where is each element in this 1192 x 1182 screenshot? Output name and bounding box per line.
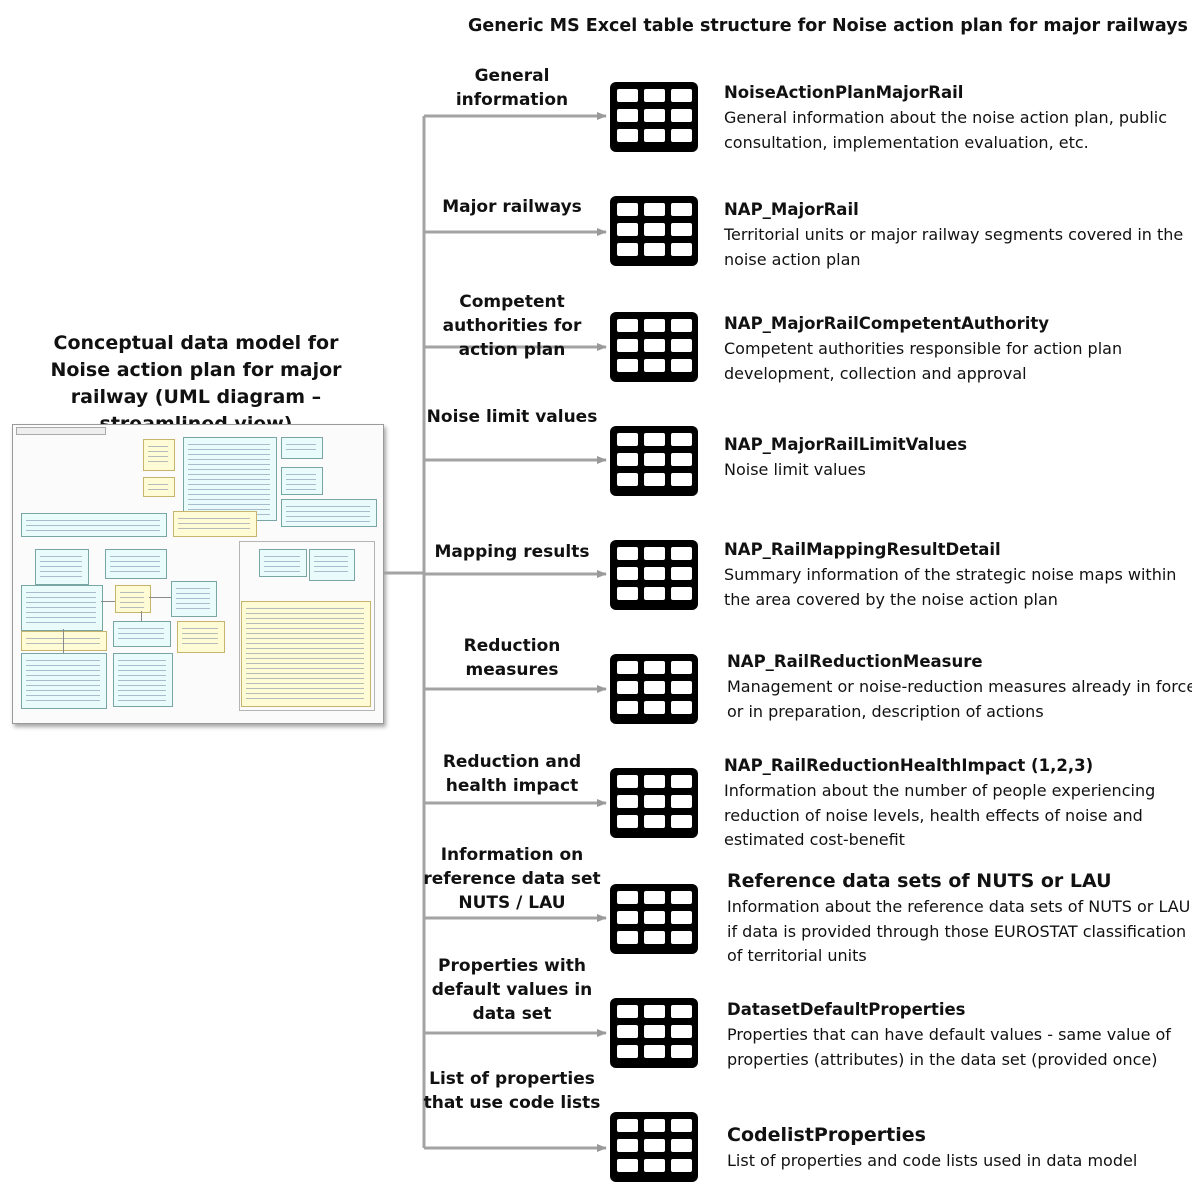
table-description: Information about the number of people e… xyxy=(724,781,1156,849)
uml-caption: Conceptual data model for Noise action p… xyxy=(50,332,342,435)
table-grid-icon xyxy=(610,426,698,496)
category-label: Mapping results xyxy=(434,542,590,562)
table-grid-icon xyxy=(610,998,698,1068)
uml-package-frame xyxy=(239,541,375,711)
category-label: Competent authorities for action plan xyxy=(442,292,582,360)
diagram-title: Generic MS Excel table structure for Noi… xyxy=(468,16,1188,36)
table-description: Information about the reference data set… xyxy=(727,897,1191,965)
uml-class-box xyxy=(259,549,307,577)
uml-note xyxy=(143,477,175,497)
table-description: Properties that can have default values … xyxy=(727,1025,1171,1069)
uml-class-box xyxy=(105,549,167,579)
table-name: NoiseActionPlanMajorRail xyxy=(724,83,964,102)
table-name: NAP_RailReductionMeasure xyxy=(727,652,983,671)
table-name: DatasetDefaultProperties xyxy=(727,1000,966,1019)
table-name: CodelistProperties xyxy=(727,1124,926,1146)
uml-class-box xyxy=(281,467,323,495)
uml-class-box xyxy=(35,549,89,585)
table-grid-icon xyxy=(610,312,698,382)
table-grid-icon xyxy=(610,768,698,838)
uml-class-box xyxy=(113,621,171,647)
table-description: List of properties and code lists used i… xyxy=(727,1151,1138,1170)
category-label: Major railways xyxy=(442,197,582,217)
uml-class-box xyxy=(21,653,107,709)
table-name: NAP_RailReductionHealthImpact (1,2,3) xyxy=(724,756,1094,775)
table-grid-icon xyxy=(610,540,698,610)
uml-package-tab xyxy=(16,427,106,435)
category-label: List of properties that use code lists xyxy=(423,1069,601,1113)
table-grid-icon xyxy=(610,82,698,152)
table-grid-icon xyxy=(610,1112,698,1182)
table-name: NAP_MajorRailCompetentAuthority xyxy=(724,314,1050,333)
uml-class-box xyxy=(21,585,103,631)
uml-class-box xyxy=(113,653,173,707)
category-label: Noise limit values xyxy=(426,407,598,427)
uml-note xyxy=(177,621,225,653)
table-grid-icon xyxy=(610,654,698,724)
table-description: Noise limit values xyxy=(724,460,866,479)
uml-diagram-thumbnail xyxy=(12,424,384,724)
table-description: Summary information of the strategic noi… xyxy=(724,565,1177,609)
table-description: Competent authorities responsible for ac… xyxy=(724,339,1123,383)
table-description: General information about the noise acti… xyxy=(724,108,1167,152)
table-name: NAP_MajorRail xyxy=(724,200,859,219)
uml-association-line xyxy=(63,629,64,653)
category-label: Information on reference data set NUTS /… xyxy=(423,845,601,913)
uml-class-box xyxy=(171,581,217,617)
table-name: Reference data sets of NUTS or LAU xyxy=(727,870,1112,892)
table-grid-icon xyxy=(610,884,698,954)
uml-association-line xyxy=(141,611,142,621)
uml-note xyxy=(173,511,257,537)
category-label: Reduction measures xyxy=(463,636,561,680)
category-label: Properties with default values in data s… xyxy=(431,956,593,1024)
uml-class-box xyxy=(309,549,355,581)
uml-note xyxy=(115,585,151,613)
uml-association-line xyxy=(149,597,171,598)
uml-note xyxy=(241,601,371,707)
table-description: Management or noise-reduction measures a… xyxy=(727,677,1192,721)
category-label: General information xyxy=(455,66,569,110)
uml-class-box xyxy=(183,437,277,521)
category-label: Reduction and health impact xyxy=(442,752,582,796)
uml-note xyxy=(143,439,175,471)
uml-association-line xyxy=(101,601,115,602)
table-name: NAP_MajorRailLimitValues xyxy=(724,435,968,454)
uml-class-box xyxy=(281,499,377,527)
table-description: Territorial units or major railway segme… xyxy=(724,225,1184,269)
table-name: NAP_RailMappingResultDetail xyxy=(724,540,1001,559)
uml-class-box xyxy=(21,513,167,537)
uml-class-box xyxy=(281,437,323,459)
table-grid-icon xyxy=(610,196,698,266)
